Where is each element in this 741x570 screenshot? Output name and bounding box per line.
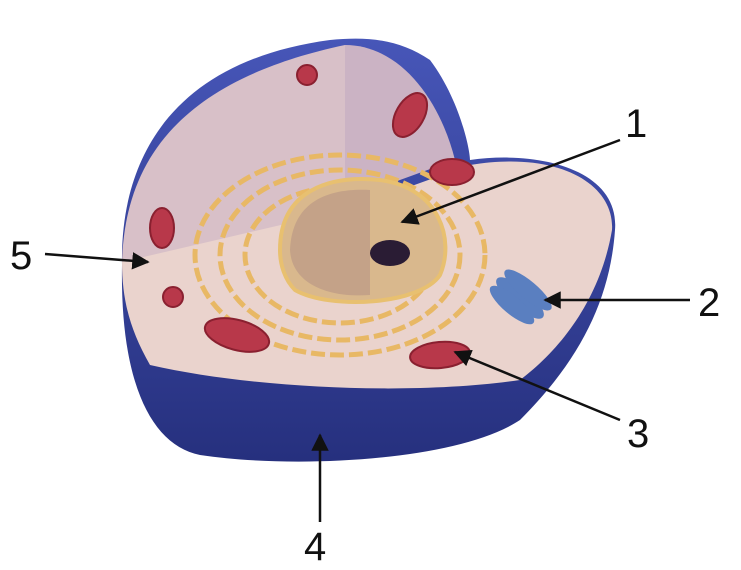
mitochondria — [149, 64, 475, 370]
nucleolus — [370, 240, 410, 266]
cytoplasm-back-wall — [122, 45, 345, 262]
label-4: 4 — [304, 525, 327, 569]
golgi-apparatus — [489, 269, 552, 325]
label-2: 2 — [698, 281, 721, 325]
arrow-1 — [400, 138, 621, 225]
label-arrows — [44, 138, 690, 522]
arrow-5 — [44, 252, 150, 270]
label-5: 5 — [10, 234, 33, 278]
label-3: 3 — [627, 412, 650, 456]
label-1: 1 — [625, 102, 648, 146]
arrow-3 — [453, 349, 621, 422]
